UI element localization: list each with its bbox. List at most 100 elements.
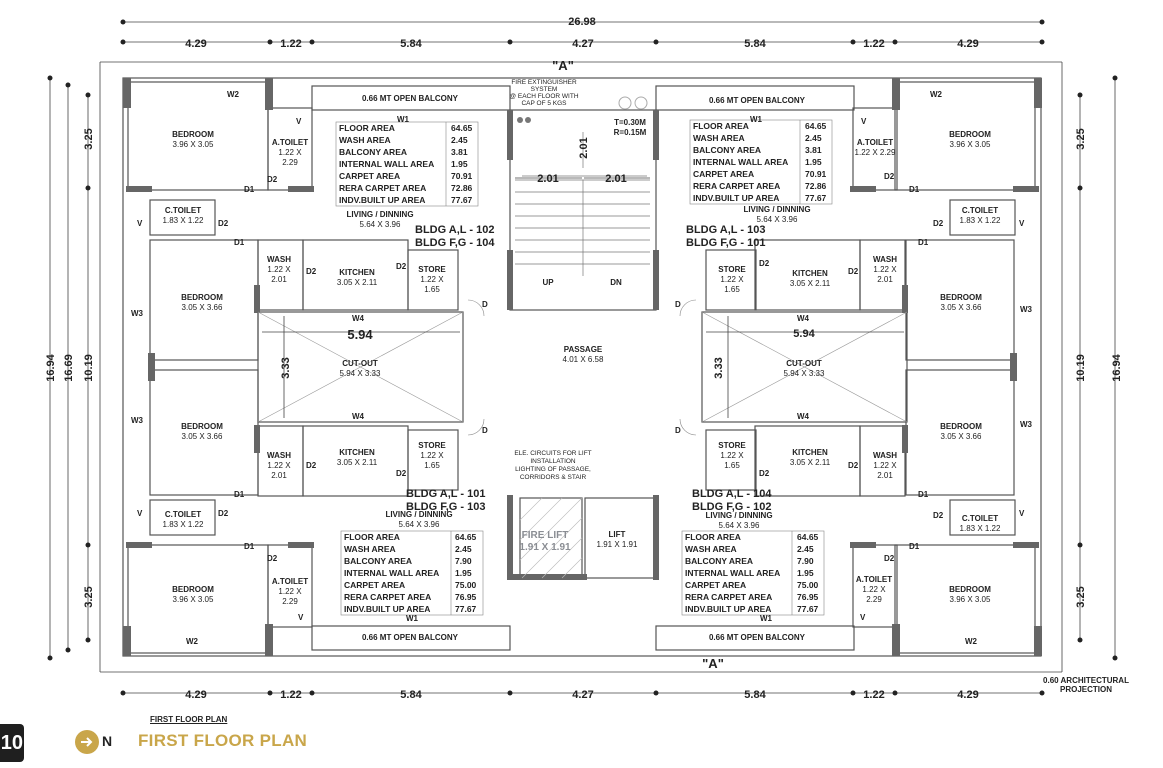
- balcony-bl: 0.66 MT OPEN BALCONY: [362, 633, 459, 642]
- overall-width-dim: 26.98: [568, 16, 596, 28]
- fire-lift-hatch: [519, 497, 583, 579]
- window-tag: W3: [131, 416, 144, 425]
- bedroom-tr-size: 3.96 X 3.05: [950, 140, 991, 149]
- wash-br-name: WASH: [873, 451, 897, 460]
- window-tag: W3: [1020, 305, 1033, 314]
- page-number-badge: 10: [0, 724, 24, 762]
- cutout-crosses: [257, 311, 908, 423]
- window-tag: W1: [760, 614, 773, 623]
- store-bl-name: STORE: [418, 441, 446, 450]
- atoilet-bl-size1: 1.22 X: [278, 587, 302, 596]
- kitchen-tr-size: 3.05 X 2.11: [790, 279, 831, 288]
- bedroom-br-name: BEDROOM: [949, 585, 991, 594]
- right-dim-3: 3.25: [1075, 128, 1087, 149]
- area-value: 77.67: [797, 604, 819, 614]
- living-bl-name: LIVING / DINNING: [385, 510, 452, 519]
- arrow-right-icon: [81, 737, 93, 747]
- living-tr-size: 5.64 X 3.96: [757, 215, 798, 224]
- door-swings: [467, 299, 697, 436]
- area-value: 75.00: [455, 580, 477, 590]
- area-label: RERA CARPET AREA: [685, 592, 772, 602]
- projection-label-1: 0.60 ARCHITECTURAL: [1043, 676, 1129, 685]
- kitchen-tl-size: 3.05 X 2.11: [337, 278, 378, 287]
- area-label: RERA CARPET AREA: [693, 181, 780, 191]
- store-br-size1: 1.22 X: [720, 451, 744, 460]
- ctoilet-tl-size: 1.83 X 1.22: [163, 216, 204, 225]
- wash-bl-name: WASH: [267, 451, 291, 460]
- area-label: WASH AREA: [693, 133, 745, 143]
- top-dim-2: 1.22: [280, 38, 301, 50]
- inner-dim-lines: [262, 177, 904, 418]
- area-value: 2.45: [805, 133, 822, 143]
- window-tag: W2: [227, 90, 240, 99]
- area-value: 75.00: [797, 580, 819, 590]
- bedroom-ml1-name: BEDROOM: [181, 293, 223, 302]
- balcony-tl: 0.66 MT OPEN BALCONY: [362, 94, 459, 103]
- door-tag: D2: [396, 469, 407, 478]
- area-label: WASH AREA: [685, 544, 737, 554]
- fire-note-4: CAP OF 5 KGS: [521, 100, 567, 107]
- area-value: 7.90: [797, 556, 814, 566]
- area-label: WASH AREA: [339, 135, 391, 145]
- stair-dim-vertical: 2.01: [578, 137, 590, 158]
- unit-tl-label-a: BLDG A,L - 102: [415, 224, 494, 236]
- unit-br-label-a: BLDG A,L - 104: [692, 488, 772, 500]
- bottom-dim-5: 5.84: [744, 689, 766, 701]
- door-tag: D: [675, 300, 681, 309]
- ctoilet-bl-name: C.TOILET: [165, 510, 201, 519]
- area-label: FLOOR AREA: [339, 123, 395, 133]
- wash-tl-size1: 1.22 X: [267, 265, 291, 274]
- wash-tr-size1: 1.22 X: [873, 265, 897, 274]
- kitchen-tr-name: KITCHEN: [792, 269, 828, 278]
- area-value: 2.45: [797, 544, 814, 554]
- window-tag: W1: [406, 614, 419, 623]
- store-tl-name: STORE: [418, 265, 446, 274]
- door-tag: D2: [884, 554, 895, 563]
- top-dim-4: 4.27: [572, 38, 593, 50]
- lift-note-4: CORRIDORS & STAIR: [520, 474, 587, 481]
- left-dim-5: 3.25: [83, 586, 95, 607]
- wash-tl-size2: 2.01: [271, 275, 287, 284]
- area-label: INTERNAL WALL AREA: [693, 157, 788, 167]
- living-tr-name: LIVING / DINNING: [743, 205, 810, 214]
- riser-label: R=0.15M: [614, 128, 647, 137]
- right-dim-1: 16.94: [1111, 353, 1123, 381]
- bedroom-ml1-size: 3.05 X 3.66: [182, 303, 223, 312]
- atoilet-br-size1: 1.22 X: [862, 585, 886, 594]
- area-table-bl: FLOOR AREA WASH AREA BALCONY AREA INTERN…: [340, 530, 484, 616]
- atoilet-tl-name: A.TOILET: [272, 138, 308, 147]
- walls: [122, 77, 1042, 657]
- atoilet-tr-name: A.TOILET: [857, 138, 893, 147]
- bedroom-mr1-size: 3.05 X 3.66: [941, 303, 982, 312]
- top-dim-5: 5.84: [744, 38, 766, 50]
- bedroom-bl-name: BEDROOM: [172, 585, 214, 594]
- window-tag: W1: [397, 115, 410, 124]
- door-tag: D2: [396, 262, 407, 271]
- door-tag: D: [482, 426, 488, 435]
- cutout-right-name: CUT-OUT: [786, 359, 822, 368]
- vent-tag: V: [1019, 509, 1025, 518]
- fire-note-1: FIRE EXTINGUISHER: [511, 79, 577, 86]
- fire-symbol-icon: [618, 96, 632, 110]
- cutout-left-dim-v: 3.33: [280, 357, 292, 378]
- area-value: 1.95: [451, 159, 468, 169]
- ctoilet-bl-size: 1.83 X 1.22: [163, 520, 204, 529]
- lift-size: 1.91 X 1.91: [597, 540, 638, 549]
- area-value: 72.86: [451, 183, 473, 193]
- area-label: CARPET AREA: [344, 580, 405, 590]
- left-dim-2: 16.69: [63, 354, 75, 382]
- area-label: INTERNAL WALL AREA: [685, 568, 780, 578]
- area-label: INTERNAL WALL AREA: [344, 568, 439, 578]
- area-value: 1.95: [797, 568, 814, 578]
- area-label: RERA CARPET AREA: [339, 183, 426, 193]
- bedroom-ml2-name: BEDROOM: [181, 422, 223, 431]
- left-dim-4: 3.25: [83, 128, 95, 149]
- door-tag: D2: [848, 267, 859, 276]
- area-value: 77.67: [451, 195, 473, 205]
- area-value: 7.90: [455, 556, 472, 566]
- fire-lift-name: FIRE LIFT: [522, 530, 569, 541]
- structural-walls: [123, 78, 1042, 656]
- cutout-left-name: CUT-OUT: [342, 359, 378, 368]
- area-value: 70.91: [451, 171, 473, 181]
